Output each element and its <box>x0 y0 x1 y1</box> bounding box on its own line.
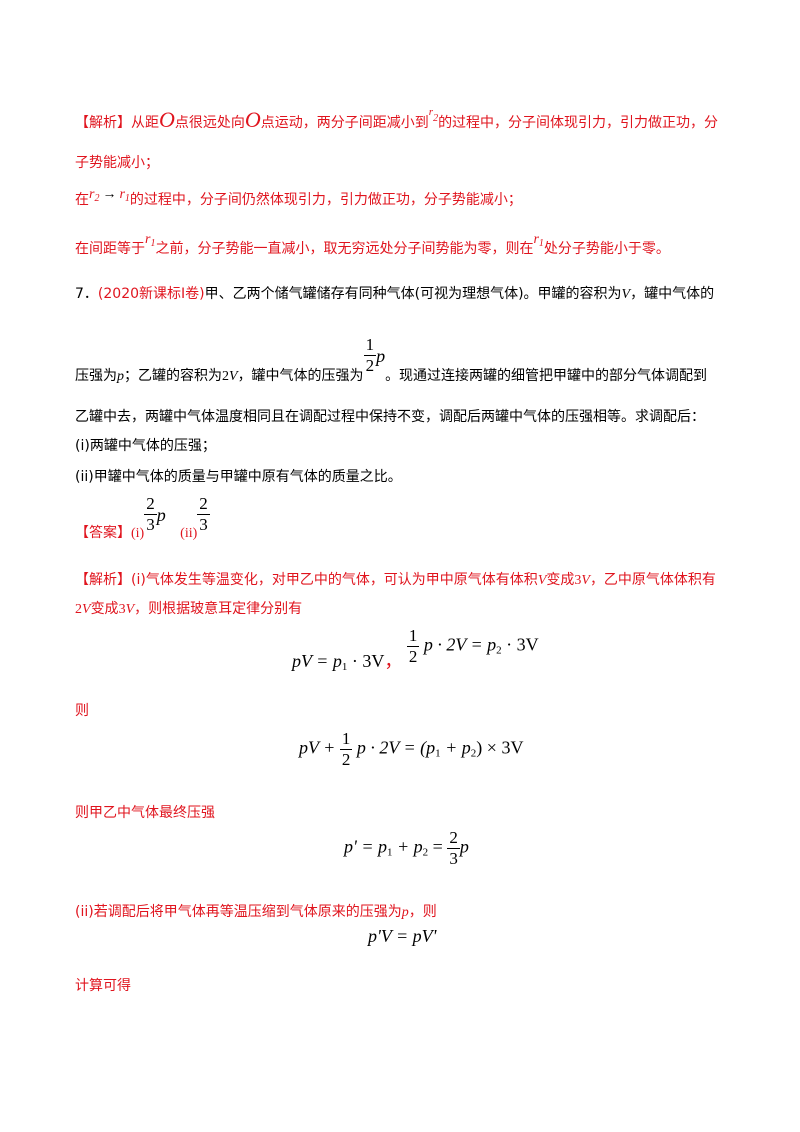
then-label: 则 <box>75 703 89 719</box>
analysis-tag: 【解析】 <box>75 115 131 131</box>
question-item-ii: (ii)甲罐中气体的质量与甲罐中原有气体的质量之比。 <box>75 469 402 485</box>
final-pressure-label: 则甲乙中气体最终压强 <box>75 805 215 821</box>
analysis-paragraph-1: 【解析】从距O点很远处向O点运动，两分子间距减小到r2的过程中，分子间体现引力，… <box>75 106 719 132</box>
analysis-line-3: 在r2→r1的过程中，分子间仍然体现引力，引力做正功，分子势能减小； <box>75 187 522 208</box>
analysis2-tag: 【解析】 <box>75 572 131 588</box>
question-item-i: (i)两罐中气体的压强； <box>75 438 216 454</box>
analysis2-line-2: 2V变成3V，则根据玻意耳定律分别有 <box>75 601 303 617</box>
analysis-line-4: 在间距等于r1之前，分子势能一直减小，取无穷远处分子间势能为零，则在r1处分子势… <box>75 232 670 257</box>
question-line-1: 7．(2020新课标Ⅰ卷)甲、乙两个储气罐储存有同种气体(可视为理想气体)。甲罐… <box>75 286 715 302</box>
question-source: (2020新课标Ⅰ卷) <box>97 286 205 302</box>
analysis2-ii-line: (ii)若调配后将甲气体再等温压缩到气体原来的压强为p，则 <box>75 904 437 920</box>
answer-tag: 【答案】 <box>75 524 131 541</box>
analysis-line-2: 子势能减小； <box>75 155 159 171</box>
equation-4: p'V = pV' <box>368 926 437 946</box>
calculation-label: 计算可得 <box>75 978 131 994</box>
analysis2-line-1: 【解析】(i)气体发生等温变化，对甲乙中的气体，可认为甲中原气体有体积V变成3V… <box>75 572 716 588</box>
question-number: 7． <box>75 286 98 302</box>
question-line-3: 乙罐中去，两罐中气体温度相同且在调配过程中保持不变，调配后两罐中气体的压强相等。… <box>75 409 705 425</box>
